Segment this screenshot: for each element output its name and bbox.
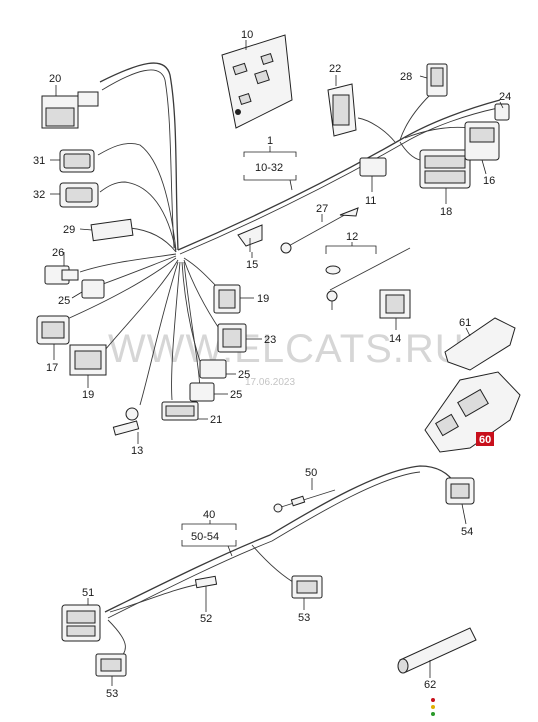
indicator-dot-yellow bbox=[431, 705, 435, 709]
label-14: 14 bbox=[389, 333, 401, 345]
label-10: 10 bbox=[241, 29, 253, 41]
part-20-connector bbox=[41, 91, 99, 129]
part-29-connector bbox=[90, 218, 134, 242]
label-61: 61 bbox=[459, 317, 471, 329]
part-12-fastener-set bbox=[325, 247, 411, 310]
label-50: 50 bbox=[305, 467, 317, 479]
leader-lines bbox=[50, 40, 504, 686]
label-15: 15 bbox=[246, 259, 258, 271]
label-19-right: 19 bbox=[257, 293, 269, 305]
label-25-mid: 25 bbox=[238, 369, 250, 381]
label-13: 13 bbox=[131, 445, 143, 457]
label-53-right: 53 bbox=[298, 612, 310, 624]
part-18-connector-block bbox=[419, 149, 471, 189]
part-17-connector bbox=[36, 315, 70, 345]
harness-lower-wires bbox=[104, 465, 457, 661]
part-16-connector bbox=[464, 121, 500, 161]
part-13-ground-point bbox=[112, 407, 140, 436]
label-53-left: 53 bbox=[106, 688, 118, 700]
part-21-connector bbox=[161, 401, 199, 421]
label-40: 40 bbox=[203, 509, 215, 521]
label-40-range: 50-54 bbox=[191, 531, 219, 543]
label-16: 16 bbox=[483, 175, 495, 187]
label-19-left: 19 bbox=[82, 389, 94, 401]
part-54-connector bbox=[445, 477, 475, 505]
part-10-relay-plate bbox=[221, 34, 293, 129]
watermark-date: 17.06.2023 bbox=[245, 377, 295, 388]
part-51-connector bbox=[61, 604, 101, 642]
part-62-sleeve bbox=[397, 627, 477, 674]
label-52: 52 bbox=[200, 613, 212, 625]
label-32: 32 bbox=[33, 189, 45, 201]
part-32-connector bbox=[59, 182, 99, 208]
part-19-connector-right bbox=[213, 284, 241, 314]
label-51: 51 bbox=[82, 587, 94, 599]
part-52-clip bbox=[194, 575, 218, 600]
part-28-connector bbox=[426, 63, 448, 97]
label-29: 29 bbox=[63, 224, 75, 236]
part-27-cable-tie bbox=[280, 207, 359, 254]
label-27: 27 bbox=[316, 203, 328, 215]
label-18: 18 bbox=[440, 206, 452, 218]
watermark-text: WWW.ELCATS.RU bbox=[108, 327, 465, 371]
indicator-dot-red bbox=[431, 698, 435, 702]
highlight-60-box bbox=[476, 432, 494, 446]
label-11: 11 bbox=[365, 195, 376, 207]
label-54: 54 bbox=[461, 526, 473, 538]
part-25-connector-mid bbox=[199, 359, 227, 379]
part-25-connector-low bbox=[189, 382, 215, 402]
label-25-low: 25 bbox=[230, 389, 242, 401]
label-28: 28 bbox=[400, 71, 412, 83]
label-12: 12 bbox=[346, 231, 358, 243]
label-1-range: 10-32 bbox=[255, 162, 283, 174]
part-23-connector bbox=[217, 323, 247, 353]
part-53-connector-left bbox=[95, 653, 127, 677]
part-15-clip bbox=[237, 224, 263, 252]
label-17: 17 bbox=[46, 362, 58, 374]
part-60-bracket bbox=[424, 371, 521, 453]
label-62: 62 bbox=[424, 679, 436, 691]
part-31-connector bbox=[59, 149, 95, 173]
part-19-connector-left bbox=[69, 344, 107, 376]
label-60: 60 bbox=[479, 434, 491, 446]
part-22-connector bbox=[327, 83, 357, 137]
part-25-connector-left bbox=[81, 279, 105, 299]
label-31: 31 bbox=[33, 155, 45, 167]
part-26-connector bbox=[44, 265, 79, 285]
part-labels: 10 1 10-32 22 28 24 20 31 32 29 26 25 17… bbox=[33, 29, 511, 700]
label-21: 21 bbox=[210, 414, 222, 426]
label-22: 22 bbox=[329, 63, 341, 75]
part-61-cover bbox=[444, 317, 516, 371]
part-11-clip bbox=[359, 157, 387, 177]
label-1: 1 bbox=[267, 135, 273, 147]
part-50-ground-lead bbox=[273, 489, 336, 513]
label-20: 20 bbox=[49, 73, 61, 85]
label-23: 23 bbox=[264, 334, 276, 346]
part-14-bracket bbox=[379, 289, 411, 319]
indicator-dot-green bbox=[431, 712, 435, 716]
part-53-connector-right bbox=[291, 575, 323, 599]
part-24-plug bbox=[494, 103, 510, 121]
label-25-left: 25 bbox=[58, 295, 70, 307]
label-26: 26 bbox=[52, 247, 64, 259]
label-24: 24 bbox=[499, 91, 511, 103]
